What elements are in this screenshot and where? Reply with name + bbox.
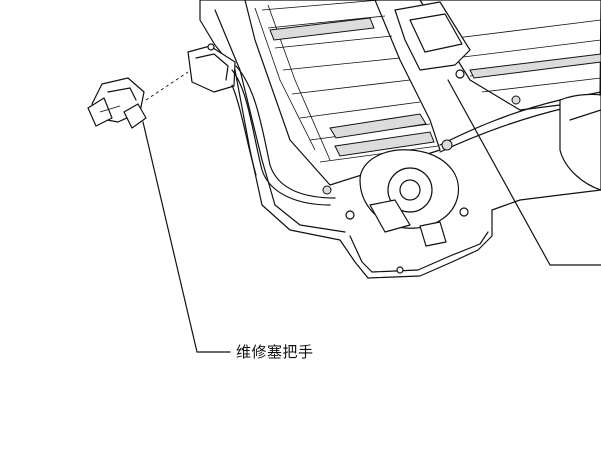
alignment-dashed-line: [145, 71, 189, 101]
service-plug-grip-label: 维修塞把手: [236, 343, 314, 361]
right-duct: [559, 93, 601, 191]
control-module: [394, 1, 471, 79]
cell-grid-right: [439, 19, 601, 93]
leader-line-service-plug: [142, 121, 231, 353]
leader-line-right: [447, 79, 601, 266]
blower-duct: [345, 149, 469, 274]
bolts: [322, 95, 521, 195]
service-plug-socket: [187, 43, 236, 93]
cell-grid-left: [261, 0, 439, 163]
service-plug-grip: [87, 77, 147, 129]
